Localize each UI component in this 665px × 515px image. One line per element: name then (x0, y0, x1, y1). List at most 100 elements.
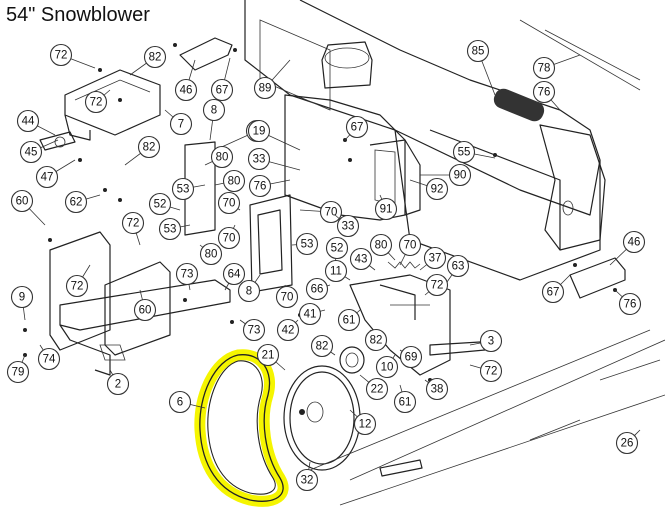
callout-number: 69 (405, 352, 418, 364)
callout-number: 61 (399, 397, 412, 409)
callout-38: 38 (425, 377, 449, 401)
callout-number: 43 (355, 254, 368, 266)
callout-number: 55 (458, 147, 471, 159)
callout-70: 70 (217, 191, 241, 215)
callout-number: 6 (177, 397, 183, 409)
callout-bubble (532, 56, 556, 80)
callout-number: 45 (25, 147, 38, 159)
callout-bubble (133, 298, 157, 322)
callout-bubble (84, 90, 108, 114)
callout-number: 70 (404, 240, 417, 252)
callout-60: 60 (10, 189, 34, 213)
callout-62: 62 (64, 190, 88, 214)
callout-78: 78 (532, 56, 556, 80)
callout-bubble (295, 232, 319, 256)
callout-number: 38 (431, 384, 444, 396)
callout-number: 78 (538, 63, 551, 75)
callout-2: 2 (106, 372, 130, 396)
callout-bubble (137, 135, 161, 159)
callout-43: 43 (349, 247, 373, 271)
callout-number: 90 (454, 170, 467, 182)
callout-37: 37 (423, 246, 447, 270)
callout-number: 11 (330, 266, 342, 278)
callout-bubble (374, 197, 398, 221)
callout-number: 33 (253, 154, 266, 166)
callout-12: 12 (353, 412, 377, 436)
callout-53: 53 (295, 232, 319, 256)
callout-bubble (425, 177, 449, 201)
callout-bubble (618, 292, 642, 316)
callout-number: 70 (325, 207, 338, 219)
callout-bubble (365, 377, 389, 401)
callout-number: 62 (70, 197, 83, 209)
callout-bubble (6, 360, 30, 384)
callout-bubble (169, 112, 193, 136)
callout-bubble (222, 262, 246, 286)
callout-8: 8 (202, 98, 226, 122)
callout-number: 60 (16, 196, 29, 208)
callout-bubble (398, 233, 422, 257)
callout-number: 85 (472, 46, 485, 58)
callout-number: 9 (19, 292, 25, 304)
callout-46: 46 (622, 230, 646, 254)
callout-21: 21 (256, 343, 280, 367)
callout-91: 91 (374, 197, 398, 221)
callout-bubble (247, 147, 271, 171)
callout-number: 76 (624, 299, 637, 311)
callout-number: 70 (281, 292, 294, 304)
callout-number: 76 (538, 87, 551, 99)
callout-bubble (171, 177, 195, 201)
callout-number: 8 (211, 105, 217, 117)
callout-bubble (222, 169, 246, 193)
callout-number: 72 (90, 97, 103, 109)
callout-61: 61 (393, 390, 417, 414)
callout-79: 79 (6, 360, 30, 384)
callout-73: 73 (175, 262, 199, 286)
callout-number: 52 (154, 199, 167, 211)
callout-76: 76 (248, 174, 272, 198)
callout-number: 8 (246, 286, 252, 298)
callout-bubble (276, 318, 300, 342)
callout-42: 42 (276, 318, 300, 342)
callout-11: 11 (324, 259, 348, 283)
callout-33: 33 (247, 147, 271, 171)
callout-bubble (19, 140, 43, 164)
callout-number: 42 (282, 325, 295, 337)
spring-43 (387, 261, 421, 269)
callout-bubble (174, 78, 198, 102)
drive-belt-highlighted (194, 349, 289, 507)
callout-72: 72 (425, 273, 449, 297)
callout-bubble (364, 328, 388, 352)
callout-70: 70 (275, 285, 299, 309)
callout-number: 76 (254, 181, 267, 193)
callout-number: 92 (431, 184, 444, 196)
callout-bubble (425, 377, 449, 401)
callout-bubble (217, 226, 241, 250)
callout-41: 41 (298, 302, 322, 326)
callout-bubble (622, 230, 646, 254)
callout-6: 6 (168, 390, 192, 414)
callout-number: 47 (41, 172, 54, 184)
callout-number: 66 (311, 284, 324, 296)
callout-72: 72 (84, 90, 108, 114)
callout-number: 60 (139, 305, 152, 317)
callout-number: 72 (71, 281, 84, 293)
callout-76: 76 (618, 292, 642, 316)
callout-bubble (369, 233, 393, 257)
callout-bubble (49, 43, 73, 67)
callout-number: 3 (488, 336, 494, 348)
callout-bubble (64, 190, 88, 214)
callout-70: 70 (319, 200, 343, 224)
callout-90: 90 (448, 163, 472, 187)
callout-bubble (10, 189, 34, 213)
callout-bubble (275, 285, 299, 309)
callout-82: 82 (364, 328, 388, 352)
callout-bubble (305, 277, 329, 301)
callout-32: 32 (295, 468, 319, 492)
callout-47: 47 (35, 165, 59, 189)
callout-85: 85 (466, 39, 490, 63)
callout-bubble (168, 390, 192, 414)
callout-3: 3 (479, 329, 503, 353)
callout-bubble (199, 242, 223, 266)
